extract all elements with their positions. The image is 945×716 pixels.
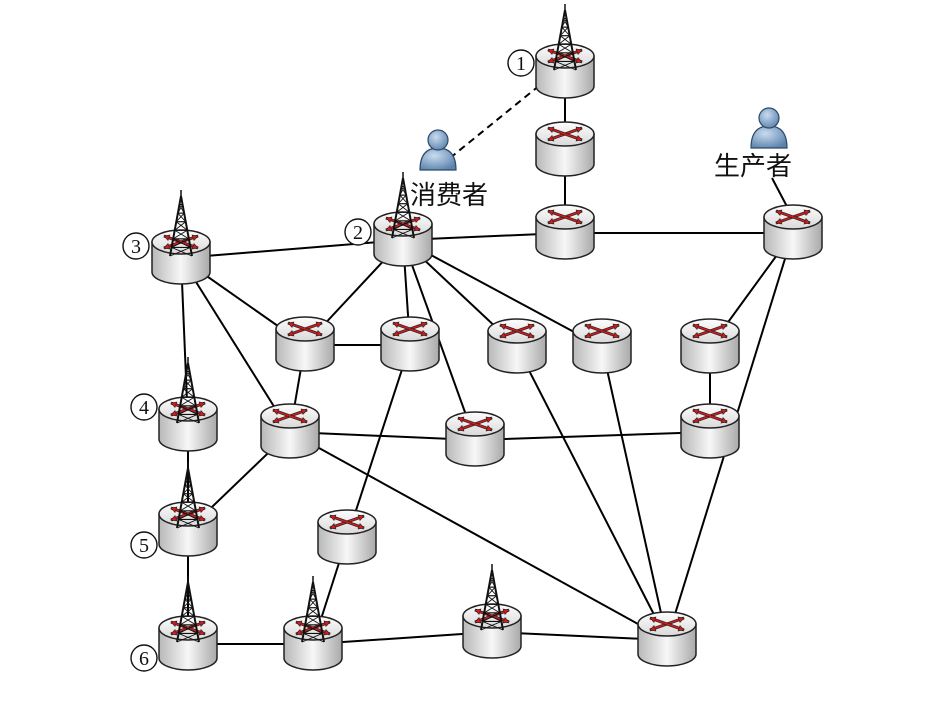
station-number-3: 3: [122, 232, 150, 260]
router-icon: [373, 211, 433, 267]
antenna-tower-icon: [176, 576, 200, 643]
antenna-tower-icon: [480, 564, 504, 631]
link-b3-f: [180, 257, 291, 433]
station-number-text: 1: [516, 53, 526, 75]
router-icon: [535, 121, 595, 177]
router-icon: [763, 204, 823, 260]
antenna-tower-icon: [301, 576, 325, 643]
router-icon: [158, 615, 218, 671]
antenna-tower-icon: [176, 462, 200, 529]
antenna-tower-icon: [176, 357, 200, 424]
towers-layer: [169, 4, 577, 643]
link-f-m: [289, 431, 668, 641]
router-icon: [158, 396, 218, 452]
link-b-i: [346, 344, 411, 539]
link-j-k: [312, 631, 493, 645]
station-number-1: 1: [507, 49, 535, 77]
station-number-text: 2: [353, 222, 363, 244]
link-c-m: [516, 346, 668, 641]
station-number-text: 6: [139, 648, 149, 670]
router-icon: [535, 204, 595, 260]
station-number-2: 2: [344, 218, 372, 246]
routers-layer: [151, 43, 823, 671]
labels-layer: 消费者 生产者: [410, 152, 792, 211]
wireless-link-consumer: [449, 84, 541, 159]
antenna-tower-icon: [169, 190, 193, 257]
station-number-5: 5: [130, 531, 158, 559]
link-d-m: [601, 346, 668, 641]
link-b3-b2: [180, 239, 404, 259]
link-g-h: [474, 431, 711, 441]
router-icon: [445, 411, 505, 467]
station-number-layer: 1 2 3 4 5 6: [122, 49, 535, 672]
router-icon: [535, 43, 595, 99]
producer-label: 生产者: [714, 152, 792, 182]
router-icon: [380, 316, 440, 372]
router-icon: [283, 615, 343, 671]
antenna-tower-icon: [391, 172, 415, 239]
router-icon: [275, 316, 335, 372]
station-number-text: 5: [139, 535, 149, 557]
router-icon: [151, 229, 211, 285]
router-icon: [572, 318, 632, 374]
link-f-g: [289, 431, 476, 441]
station-number-text: 4: [139, 397, 149, 419]
station-number-6: 6: [130, 644, 158, 672]
station-number-4: 4: [130, 393, 158, 421]
router-icon: [637, 611, 697, 667]
people-layer: [419, 107, 788, 171]
router-icon: [158, 501, 218, 557]
station-number-text: 3: [131, 236, 141, 258]
producer-person-icon: [750, 107, 788, 149]
consumer-person-icon: [419, 129, 457, 171]
antenna-tower-icon: [553, 4, 577, 71]
link-b2-d: [402, 239, 603, 348]
router-icon: [680, 318, 740, 374]
router-icon: [680, 403, 740, 459]
router-icon: [462, 603, 522, 659]
router-icon: [260, 403, 320, 459]
router-icon: [487, 318, 547, 374]
router-icon: [317, 509, 377, 565]
consumer-label: 消费者: [410, 181, 488, 211]
